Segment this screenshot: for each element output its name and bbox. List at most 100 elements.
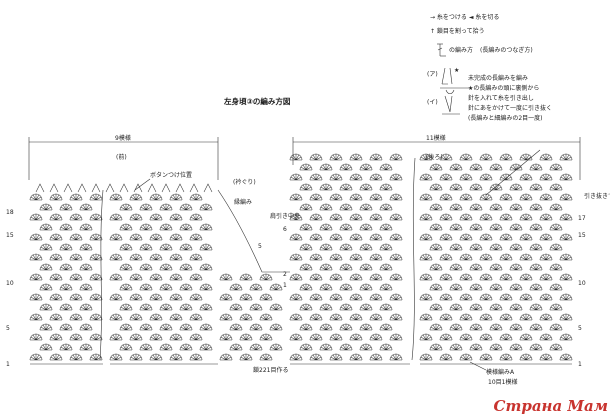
- back-left-panel-shell: [349, 293, 363, 301]
- front-edging-picot: [189, 183, 199, 193]
- back-left-panel-shell: [299, 163, 313, 171]
- back-right-panel-shell: [559, 153, 573, 161]
- front-edging-picot: [119, 183, 129, 193]
- back-right-panel-shell: [429, 283, 443, 291]
- front-left-panel-shell: [79, 323, 93, 331]
- back-right-panel-shell: [519, 293, 533, 301]
- back-right-panel-shell: [509, 163, 523, 171]
- front-right-panel-shell: [169, 353, 183, 361]
- back-right-panel-shell: [519, 193, 533, 201]
- neckline-shell: [229, 283, 243, 291]
- back-left-panel-shell: [299, 303, 313, 311]
- back-right-panel-shell: [489, 203, 503, 211]
- back-right-panel-shell: [489, 283, 503, 291]
- back-right-panel-shell: [519, 333, 533, 341]
- front-right-panel-shell: [109, 233, 123, 241]
- back-right-panel-shell: [559, 313, 573, 321]
- diagram-title: 左身頃③の編み方図: [223, 96, 291, 106]
- back-left-panel-shell: [309, 253, 323, 261]
- row-number-right-15: 15: [578, 232, 586, 239]
- back-left-panel-shell: [369, 153, 383, 161]
- back-right-panel-shell: [459, 293, 473, 301]
- back-left-panel-shell: [289, 233, 303, 241]
- front-left-panel-shell: [69, 293, 83, 301]
- back-right-panel-shell: [429, 243, 443, 251]
- back-left-panel-shell: [379, 303, 393, 311]
- back-right-panel-shell: [459, 233, 473, 241]
- back-right-panel-shell: [449, 163, 463, 171]
- front-right-panel-shell: [199, 223, 213, 231]
- back-right-panel-shell: [529, 343, 543, 351]
- back-right-panel-shell: [509, 223, 523, 231]
- back-right-panel-shell: [479, 193, 493, 201]
- front-right-panel-shell: [189, 313, 203, 321]
- back-right-panel-shell: [539, 313, 553, 321]
- front-right-panel-shell: [129, 193, 143, 201]
- back-left-panel-shell: [299, 183, 313, 191]
- bottom-pattern-note: 模様編みA: [486, 368, 515, 376]
- back-left-panel-shell: [329, 213, 343, 221]
- back-right-panel-shell: [449, 203, 463, 211]
- front-right-panel-shell: [159, 283, 173, 291]
- front-left-panel-shell: [59, 283, 73, 291]
- neckline-shell: [229, 323, 243, 331]
- back-right-panel-shell: [529, 263, 543, 271]
- back-right-panel-shell: [559, 233, 573, 241]
- front-left-panel-shell: [59, 263, 73, 271]
- back-right-panel-shell: [479, 333, 493, 341]
- row-number-right-1: 1: [578, 361, 582, 368]
- front-right-panel-shell: [119, 283, 133, 291]
- front-edging-picot: [147, 183, 157, 193]
- back-right-panel-shell: [509, 243, 523, 251]
- back-left-panel-shell: [329, 193, 343, 201]
- back-right-panel-shell: [549, 183, 563, 191]
- front-left-panel-shell: [89, 273, 103, 281]
- legend-join-note: (長編みのつなぎ方): [480, 46, 533, 54]
- back-right-panel-shell: [449, 223, 463, 231]
- row-number-right-5: 5: [578, 325, 582, 332]
- back-left-panel-shell: [329, 353, 343, 361]
- front-left-panel-shell: [69, 193, 83, 201]
- back-left-panel-shell: [349, 253, 363, 261]
- row-number-left-1: 1: [6, 361, 10, 368]
- back-right-panel-shell: [449, 243, 463, 251]
- back-right-panel-shell: [479, 213, 493, 221]
- back-left-panel-shell: [389, 353, 403, 361]
- back-right-panel-shell: [499, 233, 513, 241]
- front-right-panel-shell: [149, 213, 163, 221]
- back-right-panel-shell: [459, 273, 473, 281]
- front-right-panel-shell: [169, 313, 183, 321]
- back-right-panel-shell: [549, 283, 563, 291]
- back-right-panel-shell: [509, 323, 523, 331]
- back-left-panel-shell: [309, 153, 323, 161]
- front-edging-picot: [77, 183, 87, 193]
- back-left-panel-shell: [299, 203, 313, 211]
- back-right-panel-shell: [469, 163, 483, 171]
- button-leader-line: [134, 178, 151, 191]
- front-left-panel-shell: [49, 293, 63, 301]
- front-right-panel-shell: [109, 333, 123, 341]
- front-left-panel-shell: [59, 323, 73, 331]
- back-right-panel-shell: [519, 273, 533, 281]
- back-right-panel-shell: [499, 293, 513, 301]
- back-right-panel-shell: [459, 353, 473, 361]
- back-right-panel-shell: [499, 353, 513, 361]
- back-left-panel-shell: [289, 253, 303, 261]
- back-left-panel-shell: [319, 263, 333, 271]
- back-right-panel-shell: [479, 173, 493, 181]
- back-left-panel-shell: [369, 173, 383, 181]
- back-right-panel-shell: [539, 333, 553, 341]
- back-left-panel-shell: [339, 323, 353, 331]
- front-right-panel-shell: [149, 253, 163, 261]
- front-right-panel-shell: [109, 353, 123, 361]
- back-left-panel-shell: [369, 293, 383, 301]
- back-left-panel-shell: [349, 353, 363, 361]
- back-right-panel-shell: [469, 343, 483, 351]
- back-left-panel-shell: [379, 183, 393, 191]
- back-right-panel-shell: [459, 153, 473, 161]
- front-right-panel-shell: [199, 283, 213, 291]
- step-b-diagram-icon: [442, 95, 460, 115]
- back-left-panel-shell: [339, 163, 353, 171]
- back-right-panel-shell: [549, 243, 563, 251]
